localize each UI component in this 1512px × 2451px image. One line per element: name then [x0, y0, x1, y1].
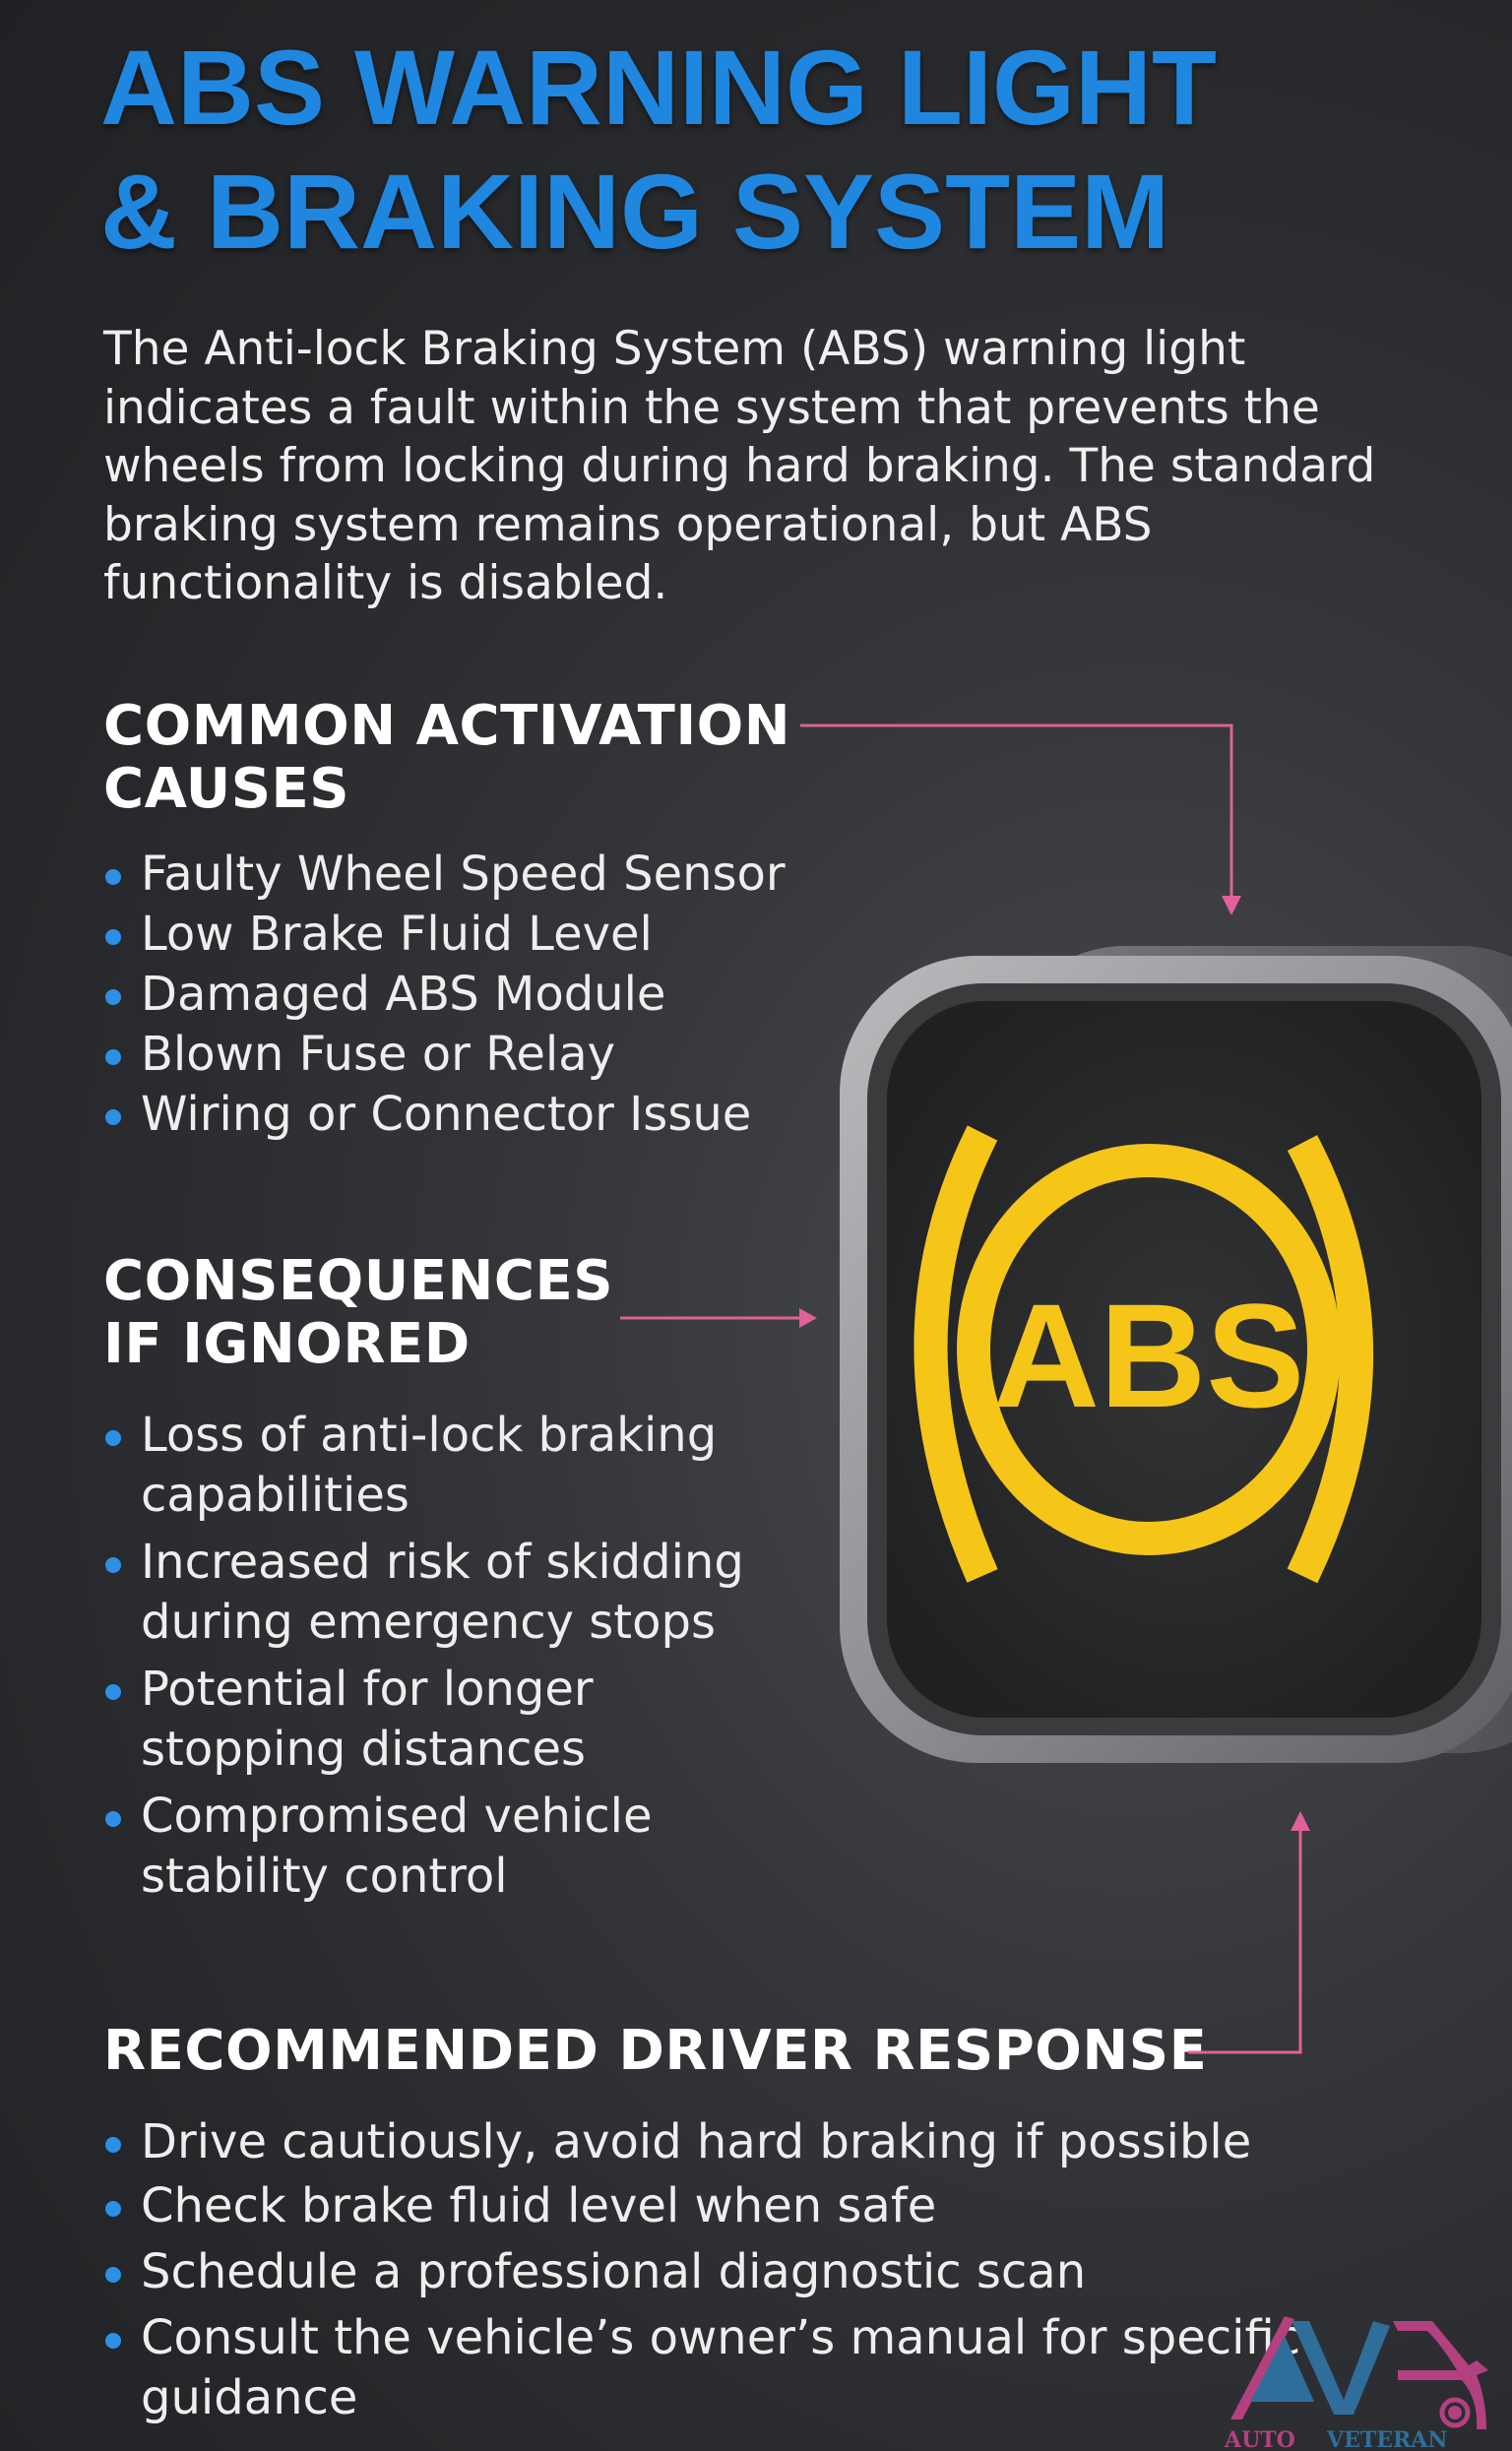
- list-item: Low Brake Fluid Level: [103, 905, 786, 965]
- response-heading-line-1: RECOMMENDED DRIVER RESPONSE: [103, 2019, 1208, 2083]
- abs-label: ABS: [993, 1273, 1305, 1438]
- list-item: Potential for longer stopping distances: [103, 1660, 773, 1780]
- response-heading: RECOMMENDED DRIVER RESPONSE: [103, 2020, 1207, 2083]
- abs-warning-light-icon: ABS: [840, 946, 1512, 1763]
- consequences-heading-line-1: CONSEQUENCES: [103, 1249, 614, 1313]
- list-item: Blown Fuse or Relay: [103, 1025, 786, 1085]
- list-item: Check brake fluid level when safe: [103, 2176, 1324, 2236]
- consequences-heading: CONSEQUENCES IF IGNORED: [103, 1250, 613, 1376]
- logo-text-veteran: VETERAN: [1326, 2427, 1447, 2449]
- list-item: Wiring or Connector Issue: [103, 1085, 786, 1145]
- consequences-list: Loss of anti-lock braking capabilities I…: [103, 1406, 773, 1914]
- page-title: ABS WARNING LIGHT & BRAKING SYSTEM: [100, 26, 1479, 274]
- list-item: Faulty Wheel Speed Sensor: [103, 845, 786, 905]
- arrow-causes: [800, 723, 1233, 906]
- list-item: Damaged ABS Module: [103, 965, 786, 1025]
- list-item: Schedule a professional diagnostic scan: [103, 2242, 1324, 2302]
- consequences-heading-line-2: IF IGNORED: [103, 1312, 471, 1376]
- list-item: Loss of anti-lock braking capabilities: [103, 1406, 773, 1526]
- intro-paragraph: The Anti-lock Braking System (ABS) warni…: [103, 322, 1376, 610]
- list-item: Increased risk of skidding during emerge…: [103, 1533, 773, 1653]
- causes-heading-line-1: COMMON ACTIVATION: [103, 694, 791, 758]
- list-item: Consult the vehicle’s owner’s manual for…: [103, 2308, 1324, 2428]
- list-item: Drive cautiously, avoid hard braking if …: [103, 2112, 1324, 2172]
- list-item: Compromised vehicle stability control: [103, 1787, 773, 1907]
- causes-heading-line-2: CAUSES: [103, 757, 350, 821]
- logo-text-auto: AUTO: [1224, 2427, 1295, 2449]
- auto-veteran-logo: AUTO VETERAN: [1224, 2316, 1488, 2449]
- response-list: Drive cautiously, avoid hard braking if …: [103, 2112, 1324, 2428]
- arrow-response: [1188, 1821, 1302, 2054]
- causes-heading: COMMON ACTIVATION CAUSES: [103, 695, 790, 821]
- title-line-2: & BRAKING SYSTEM: [100, 152, 1170, 271]
- title-line-1: ABS WARNING LIGHT: [100, 28, 1217, 147]
- causes-list: Faulty Wheel Speed Sensor Low Brake Flui…: [103, 845, 786, 1145]
